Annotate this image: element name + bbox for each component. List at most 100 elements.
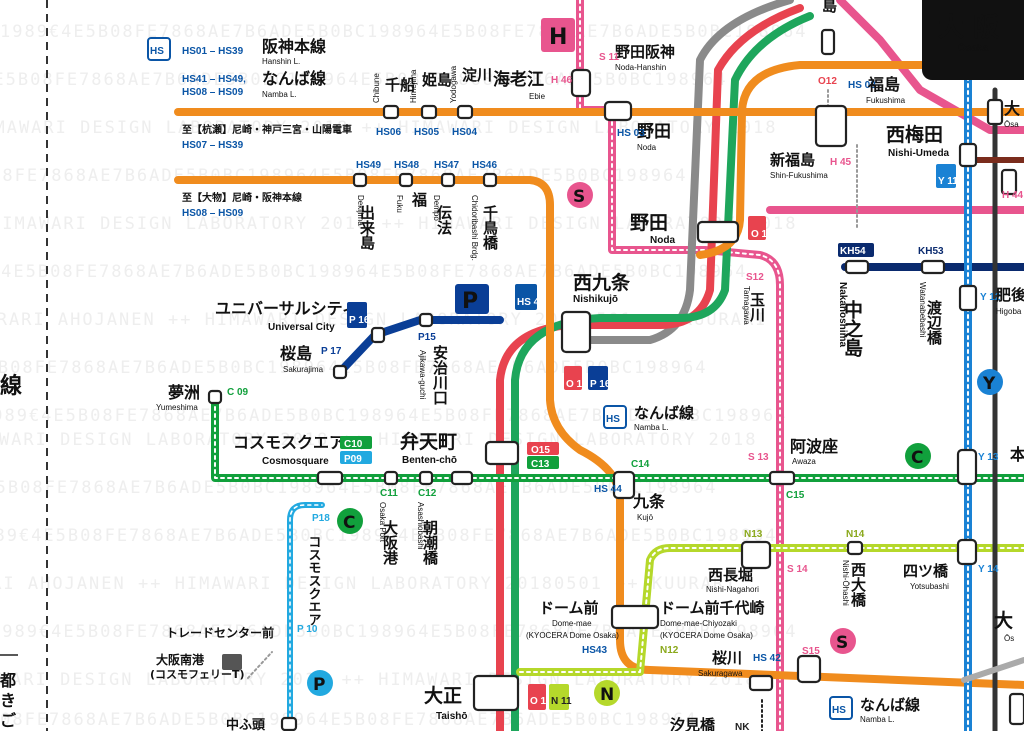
station-yodogawa[interactable] (456, 104, 474, 120)
station-noda-hanshin[interactable] (603, 100, 633, 122)
station-bottom-right[interactable] (1008, 692, 1024, 726)
namba-codes2: HS08 – HS09 (182, 87, 244, 98)
label-bentencho: 弁天町 (400, 430, 457, 453)
station-ajikawaguchi[interactable] (418, 312, 434, 328)
svg-text:Yotsubashi: Yotsubashi (910, 582, 949, 591)
station-nishi-nagahori[interactable] (740, 540, 772, 570)
station-yumeshima[interactable] (207, 389, 223, 405)
station-watanabebashi[interactable] (920, 259, 946, 275)
station-taisho[interactable] (472, 674, 520, 712)
station-fuku[interactable] (398, 172, 414, 188)
svg-text:C13: C13 (531, 459, 550, 470)
c-line-badge-2: C (911, 448, 923, 468)
svg-text:Noda: Noda (650, 235, 675, 246)
station-nishi-ohashi[interactable] (846, 540, 864, 556)
svg-text:HS: HS (832, 705, 846, 716)
svg-text:(コスモフェリーT): (コスモフェリーT) (150, 668, 245, 681)
svg-text:Yumeshima: Yumeshima (156, 403, 198, 412)
svg-text:Cosmosquare: Cosmosquare (262, 456, 329, 467)
station-hon[interactable] (956, 448, 978, 486)
svg-text:HS49: HS49 (356, 160, 381, 171)
svg-text:HS 02: HS 02 (848, 80, 876, 91)
station-top-junction[interactable] (820, 28, 836, 56)
station-cosmosquare[interactable] (316, 470, 344, 486)
station-h44[interactable] (1000, 168, 1018, 196)
svg-text:Sakuragawa: Sakuragawa (698, 669, 743, 678)
svg-text:HIMAWARI DESIGN LABORATORY 201: HIMAWARI DESIGN LABORATORY 2018 ++ HIMAW… (0, 430, 758, 450)
svg-text:大: 大 (1004, 99, 1020, 118)
svg-text:H 44: H 44 (1002, 190, 1024, 201)
svg-text:KH54: KH54 (840, 246, 866, 257)
n-line-badge: N (600, 685, 614, 705)
station-higobashi[interactable] (958, 284, 978, 312)
label-asashiobashi: 朝潮橋 (421, 520, 439, 566)
svg-text:Noda: Noda (637, 143, 657, 152)
svg-text:P15: P15 (418, 332, 436, 343)
svg-text:1989€4E5B08FE7868AE7B6ADE5B0BC: 1989€4E5B08FE7868AE7B6ADE5B0BC198964E5B0… (0, 478, 718, 498)
osaka-station-name: 大 阪 (938, 13, 999, 43)
station-sakuragawa[interactable] (796, 654, 822, 684)
via1-label: 至【杭瀬】尼崎・神戸三宮・山陽電車 (182, 123, 352, 136)
station-noda-jr[interactable] (696, 220, 740, 244)
label-yotsubashi: 四ツ橋 (903, 562, 949, 580)
svg-text:Shin-Fukushima: Shin-Fukushima (770, 171, 828, 180)
label-yumeshima: 夢洲 (168, 383, 200, 402)
svg-text:HS06: HS06 (376, 127, 401, 138)
h-line-badge: H (549, 25, 567, 50)
svg-text:Taishō: Taishō (436, 711, 467, 722)
svg-text:N12: N12 (660, 645, 679, 656)
station-sakuragawa-hs[interactable] (748, 674, 774, 692)
label-namba-line-2: なんば線 (860, 696, 920, 714)
svg-text:Fukushima: Fukushima (866, 96, 906, 105)
label-nakanoshima: 中之島 (841, 299, 863, 358)
station-chibune[interactable] (382, 104, 400, 120)
station-himejima[interactable] (420, 104, 438, 120)
station-markers (207, 28, 1024, 731)
hanshin-legend: HS HS01 – HS39 阪神本線 Hanshin L. HS41 – HS… (147, 37, 352, 219)
svg-text:C15: C15 (786, 490, 805, 501)
svg-text:Universal City: Universal City (268, 322, 335, 333)
svg-text:HS 42: HS 42 (753, 653, 781, 664)
svg-text:C 09: C 09 (227, 387, 249, 398)
station-nishikujo[interactable] (560, 310, 592, 354)
svg-text:Yodogawa: Yodogawa (449, 65, 458, 103)
station-nakafuto[interactable] (280, 716, 298, 731)
svg-text:Higoba: Higoba (996, 307, 1022, 316)
svg-text:Benten-chō: Benten-chō (402, 455, 457, 466)
station-chidoribashi[interactable] (482, 172, 498, 188)
station-bentencho[interactable] (484, 440, 520, 466)
svg-text:Dome-mae-Chiyozaki: Dome-mae-Chiyozaki (660, 619, 737, 628)
p-newtram-badge: P (313, 675, 325, 695)
svg-text:Watanabebashi: Watanabebashi (918, 282, 927, 338)
svg-text:Dome-mae: Dome-mae (552, 619, 592, 628)
svg-text:P 16: P 16 (349, 315, 370, 326)
label-sakurajima: 桜島 (280, 344, 312, 363)
station-osakako[interactable] (383, 470, 399, 486)
station-domemae[interactable] (610, 604, 660, 630)
label-nishi-nagahori: 西長堀 (708, 566, 753, 584)
station-fukushima[interactable] (814, 104, 848, 148)
osaka-station-block[interactable]: 大 阪 Ōsaka (922, 0, 1024, 80)
station-universal-city[interactable] (370, 326, 386, 344)
label-domemae-chiyozaki: ドーム前千代崎 (660, 599, 765, 617)
label-awaza: 阿波座 (790, 437, 838, 456)
svg-text:O12: O12 (818, 76, 837, 87)
station-bentencho-c[interactable] (450, 470, 474, 486)
station-dekijima[interactable] (352, 172, 368, 188)
station-dempo[interactable] (440, 172, 456, 188)
station-awaza[interactable] (768, 470, 796, 486)
station-kujo[interactable] (612, 470, 636, 500)
label-sakuragawa: 桜川 (712, 649, 742, 667)
svg-text:島: 島 (822, 0, 837, 15)
station-asashiobashi[interactable] (418, 470, 434, 486)
station-nakanoshima[interactable] (844, 259, 870, 275)
label-yodogawa: 淀川 (462, 66, 492, 84)
svg-text:H 46: H 46 (551, 75, 573, 86)
station-osaka-right[interactable] (986, 98, 1004, 126)
station-ebie[interactable] (570, 68, 592, 98)
s-line-badge: S (573, 187, 585, 207)
station-nishi-umeda[interactable] (958, 142, 978, 168)
svg-text:KH53: KH53 (918, 246, 944, 257)
station-sakurajima[interactable] (332, 364, 348, 380)
station-yotsubashi[interactable] (956, 538, 978, 566)
